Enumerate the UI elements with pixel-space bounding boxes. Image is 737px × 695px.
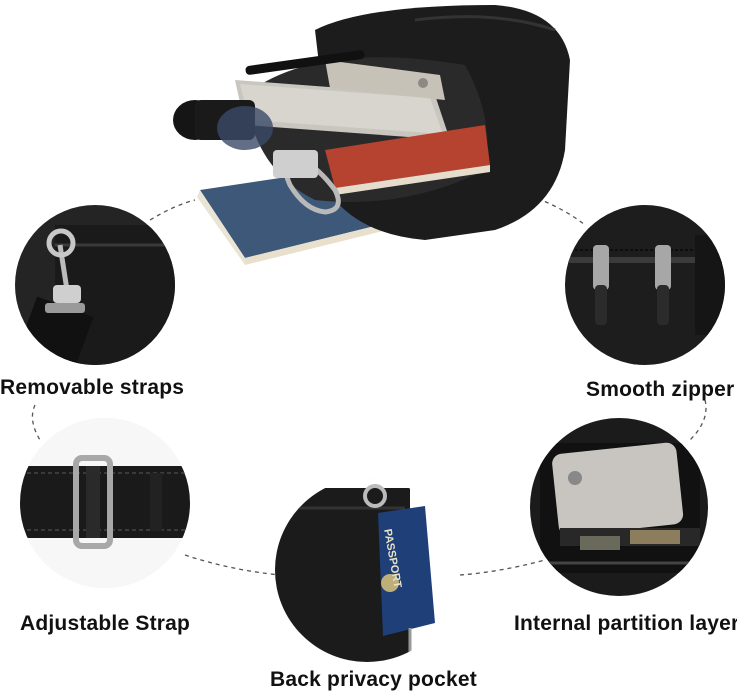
strap-clip-icon — [15, 205, 175, 365]
connector-bottom-left — [184, 554, 281, 576]
connector-left-mid — [31, 404, 41, 441]
internal-partition-label: Internal partition layer — [514, 612, 737, 635]
smooth-zipper-label: Smooth zipper — [586, 378, 735, 401]
back-pocket-photo: PASSPORT — [275, 478, 459, 662]
bag-icon — [173, 5, 570, 265]
internal-partition-photo — [530, 418, 708, 596]
connector-top-left — [149, 199, 196, 221]
hero-bag-photo — [165, 0, 575, 270]
smooth-zipper-photo — [565, 205, 725, 365]
passport-icon — [275, 478, 459, 662]
buckle-icon — [20, 418, 190, 588]
removable-straps-photo — [15, 205, 175, 365]
back-pocket-label: Back privacy pocket — [270, 668, 477, 691]
adjustable-strap-label: Adjustable Strap — [20, 612, 191, 635]
adjustable-strap-photo — [20, 418, 190, 588]
zipper-pull-icon — [565, 205, 725, 365]
removable-straps-label: Removable straps — [0, 376, 185, 399]
connector-right-mid — [689, 399, 707, 441]
partition-image — [530, 418, 708, 596]
phone-icon — [325, 60, 445, 100]
connector-bottom-right — [459, 559, 546, 576]
